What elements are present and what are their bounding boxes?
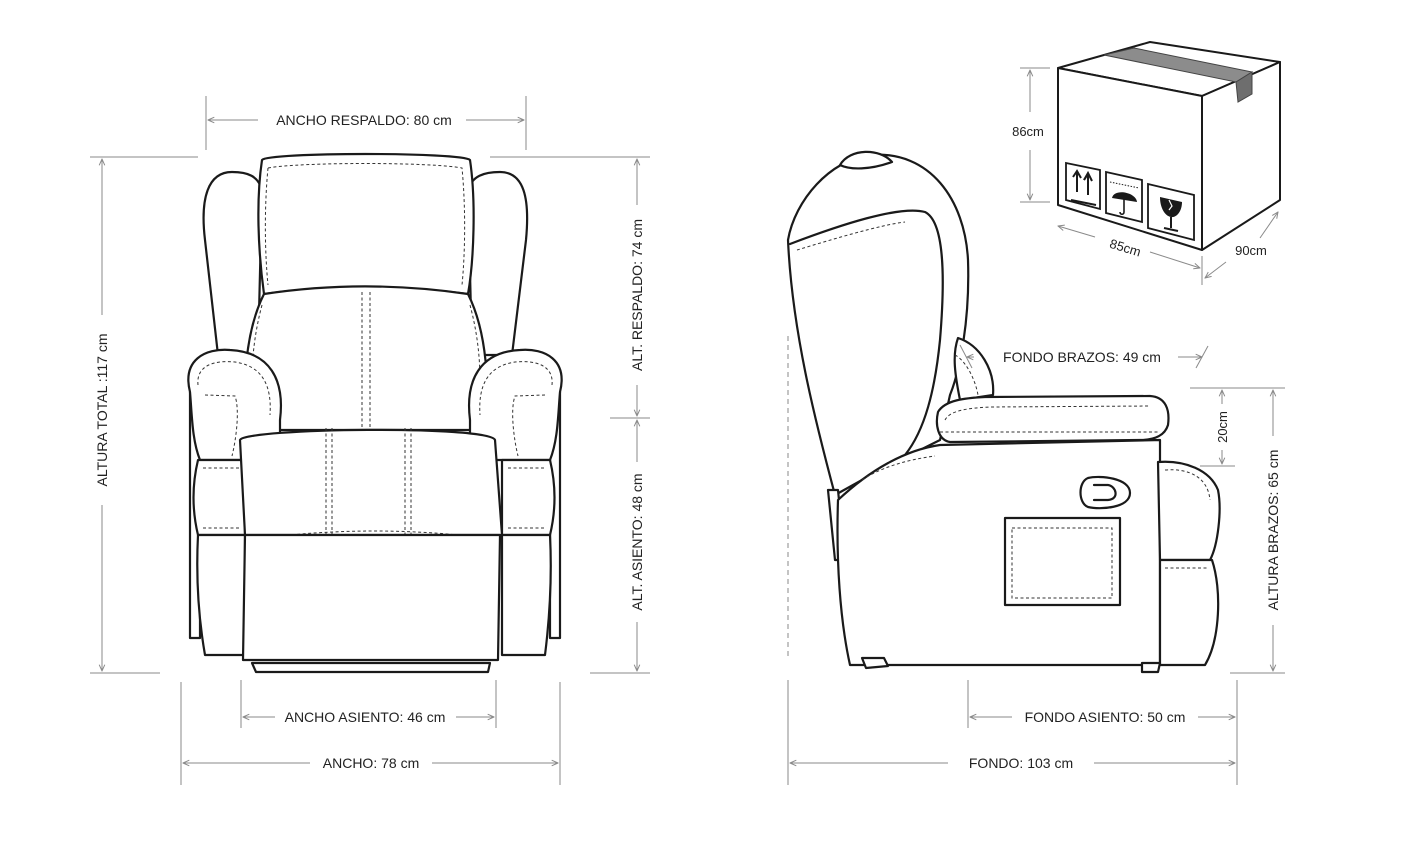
front-dimension-lines [90,96,650,785]
package-width-label: 85cm [1108,236,1143,260]
package-height-label: 86cm [1012,124,1044,139]
width-label: ANCHO: 78 cm [323,755,419,771]
package-box [1057,41,1281,251]
seat-height-label: ALT. ASIENTO: 48 cm [629,473,645,610]
backrest-height-label: ALT. RESPALDO: 74 cm [629,219,645,371]
depth-label: FONDO: 103 cm [969,755,1073,771]
armrest-height-label: ALTURA BRAZOS: 65 cm [1265,450,1281,611]
keep-dry-icon [1105,170,1143,224]
side-dimension-lines [787,336,1285,785]
package-dimension-lines [1020,67,1278,285]
armrest-thickness-label: 20cm [1215,411,1230,443]
this-side-up-icon [1065,161,1101,211]
front-view-chair [187,152,563,674]
fragile-icon [1147,182,1195,242]
backrest-width-label: ANCHO RESPALDO: 80 cm [276,112,452,128]
seat-width-label: ANCHO ASIENTO: 46 cm [285,709,446,725]
total-height-label: ALTURA TOTAL :117 cm [94,333,110,486]
side-view-chair [786,150,1221,674]
seat-depth-label: FONDO ASIENTO: 50 cm [1025,709,1186,725]
armrest-depth-label: FONDO BRAZOS: 49 cm [1003,349,1161,365]
package-depth-label: 90cm [1235,243,1267,258]
